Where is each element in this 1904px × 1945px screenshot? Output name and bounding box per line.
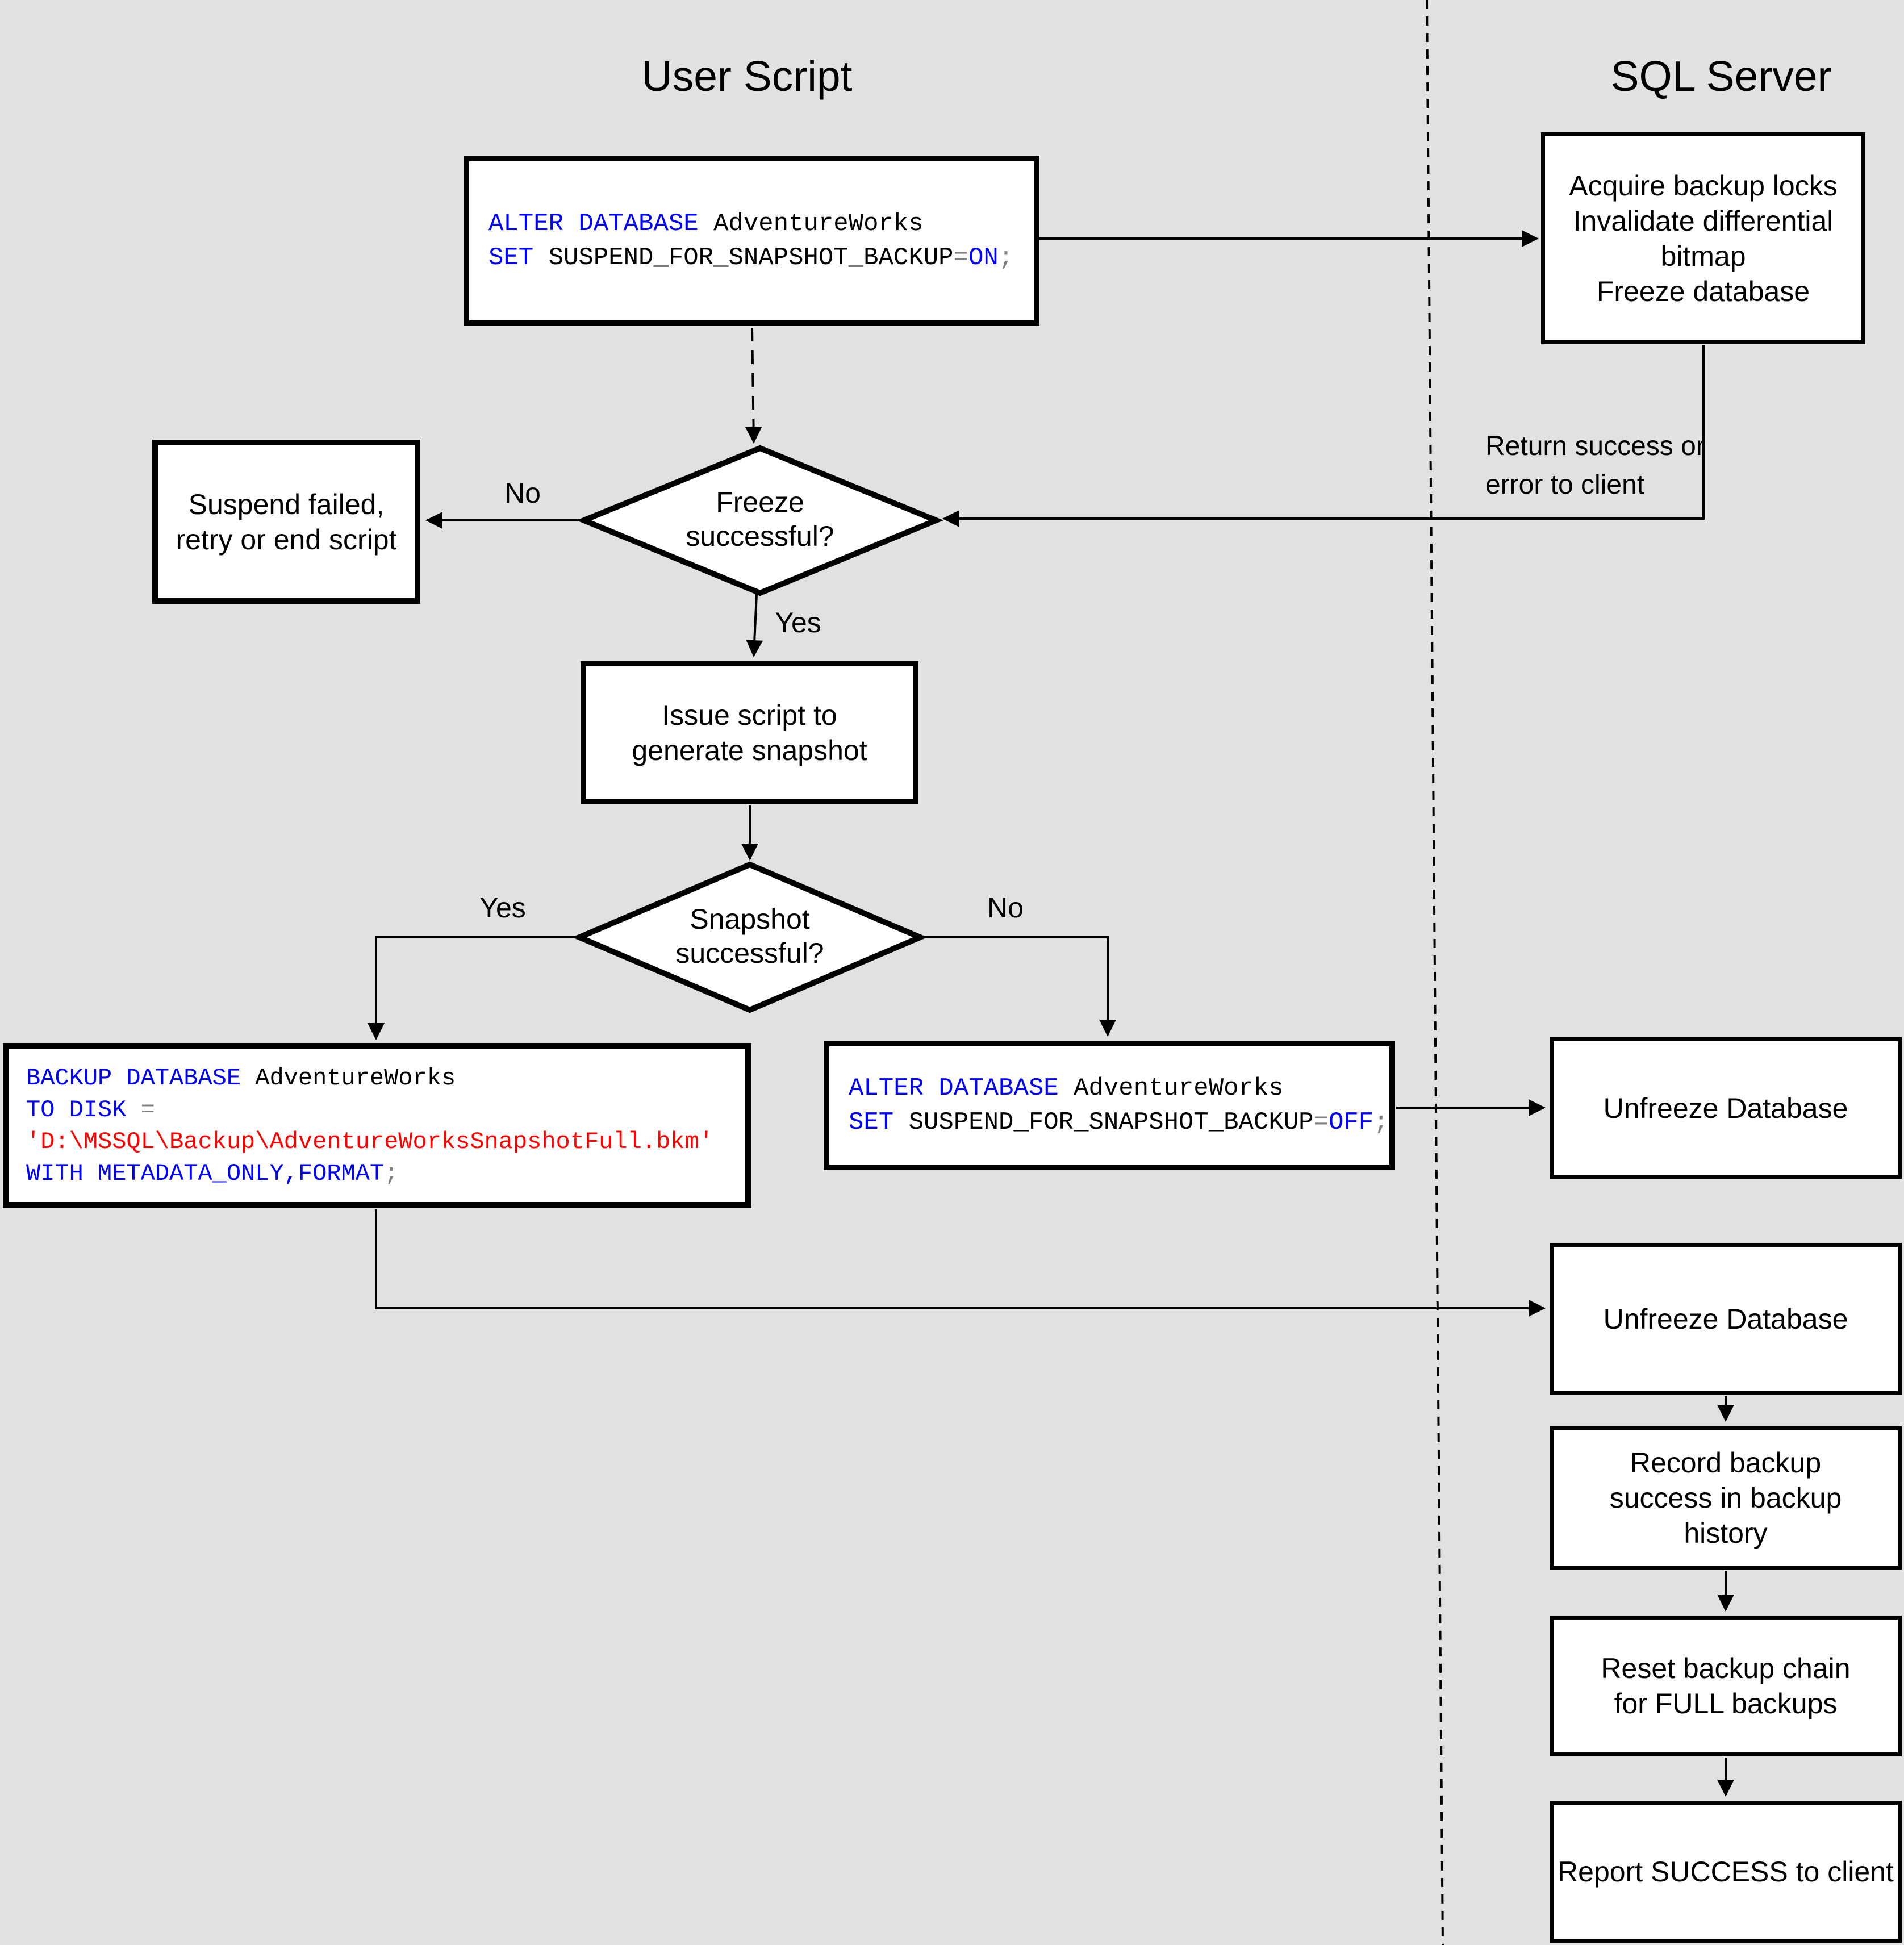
code-line: SET SUSPEND_FOR_SNAPSHOT_BACKUP=OFF; bbox=[849, 1105, 1389, 1140]
sql-identifier: AdventureWorks bbox=[1058, 1074, 1284, 1103]
snapshot-decision-text: Snapshot successful? bbox=[675, 903, 824, 969]
node-unfreeze-database-b: Unfreeze Database bbox=[1550, 1243, 1902, 1395]
node-text-line: Acquire backup locks bbox=[1569, 169, 1838, 202]
sql-operator: ; bbox=[998, 244, 1014, 272]
sql-operator: ; bbox=[1373, 1108, 1389, 1137]
label-freeze-no: No bbox=[504, 477, 541, 509]
sql-identifier: SUSPEND_FOR_SNAPSHOT_BACKUP bbox=[893, 1108, 1314, 1137]
freeze-decision-text: Freeze successful? bbox=[686, 486, 834, 552]
label-return-success-or-error: Return success or error to client bbox=[1485, 431, 1705, 500]
edge-alteron-to-freeze-decision-dashed bbox=[745, 327, 762, 444]
node-issue-script: Issue script to generate snapshot bbox=[581, 661, 918, 804]
edge-freeze-yes-to-issue-script bbox=[746, 594, 763, 657]
node-text-line: Freeze database bbox=[1596, 275, 1810, 307]
sql-keyword: OFF bbox=[1328, 1108, 1374, 1137]
node-report-success: Report SUCCESS to client bbox=[1550, 1801, 1902, 1943]
sql-string: 'D:\MSSQL\Backup\AdventureWorksSnapshotF… bbox=[26, 1128, 713, 1155]
sql-keyword: SET bbox=[488, 244, 534, 272]
sql-keyword: ALTER DATABASE bbox=[488, 210, 699, 238]
edge-acquire-to-freeze-decision bbox=[942, 345, 1705, 527]
sql-operator: = bbox=[126, 1096, 155, 1124]
sql-keyword: WITH METADATA_ONLY,FORMAT bbox=[26, 1159, 385, 1187]
code-line: ALTER DATABASE AdventureWorks bbox=[849, 1071, 1389, 1105]
node-sql-suspend-on: ALTER DATABASE AdventureWorks SET SUSPEN… bbox=[464, 156, 1039, 326]
edge-backup-to-unfreeze-b bbox=[375, 1209, 1546, 1317]
sql-keyword: ON bbox=[968, 244, 999, 272]
sql-keyword: ALTER DATABASE bbox=[849, 1074, 1059, 1103]
sql-identifier: AdventureWorks bbox=[698, 210, 924, 238]
sql-operator: ; bbox=[384, 1159, 399, 1187]
node-text-line: Invalidate differential bitmap bbox=[1573, 204, 1834, 272]
node-unfreeze-database-a: Unfreeze Database bbox=[1550, 1037, 1902, 1179]
freeze-decision-diamond bbox=[576, 445, 944, 596]
node-reset-backup-chain: Reset backup chain for FULL backups bbox=[1550, 1616, 1902, 1756]
edge-snapshot-no-to-alteroff bbox=[920, 936, 1116, 1037]
sql-identifier: SUSPEND_FOR_SNAPSHOT_BACKUP bbox=[533, 244, 954, 272]
sql-operator: = bbox=[1313, 1108, 1329, 1137]
code-line: TO DISK = bbox=[26, 1094, 745, 1126]
code-line: SET SUSPEND_FOR_SNAPSHOT_BACKUP=ON; bbox=[488, 241, 1034, 275]
sql-keyword: TO DISK bbox=[26, 1096, 127, 1124]
node-acquire-backup-locks: Acquire backup locks Invalidate differen… bbox=[1541, 132, 1865, 344]
sql-keyword: BACKUP DATABASE bbox=[26, 1064, 241, 1092]
node-sql-suspend-off: ALTER DATABASE AdventureWorks SET SUSPEN… bbox=[824, 1041, 1395, 1170]
sql-keyword: SET bbox=[849, 1108, 894, 1137]
label-freeze-yes: Yes bbox=[775, 607, 821, 638]
node-sql-backup-metadata: BACKUP DATABASE AdventureWorks TO DISK =… bbox=[3, 1043, 751, 1208]
lane-divider-dashed-line bbox=[1426, 0, 1444, 1945]
lane-title-sql-server: SQL Server bbox=[1610, 52, 1832, 100]
sql-operator: = bbox=[953, 244, 968, 272]
lane-title-user-script: User Script bbox=[641, 52, 853, 100]
sql-identifier: AdventureWorks bbox=[241, 1064, 456, 1092]
label-snapshot-no: No bbox=[987, 892, 1024, 924]
code-line: BACKUP DATABASE AdventureWorks bbox=[26, 1062, 745, 1094]
code-line: 'D:\MSSQL\Backup\AdventureWorksSnapshotF… bbox=[26, 1126, 745, 1158]
snapshot-decision-diamond bbox=[572, 861, 928, 1013]
code-line: ALTER DATABASE AdventureWorks bbox=[488, 207, 1034, 241]
code-line: WITH METADATA_ONLY,FORMAT; bbox=[26, 1158, 745, 1189]
node-suspend-failed: Suspend failed, retry or end script bbox=[152, 440, 420, 604]
node-record-backup-success: Record backup success in backup history bbox=[1550, 1426, 1902, 1570]
edge-snapshot-yes-to-backup bbox=[368, 936, 579, 1040]
label-snapshot-yes: Yes bbox=[479, 892, 526, 924]
